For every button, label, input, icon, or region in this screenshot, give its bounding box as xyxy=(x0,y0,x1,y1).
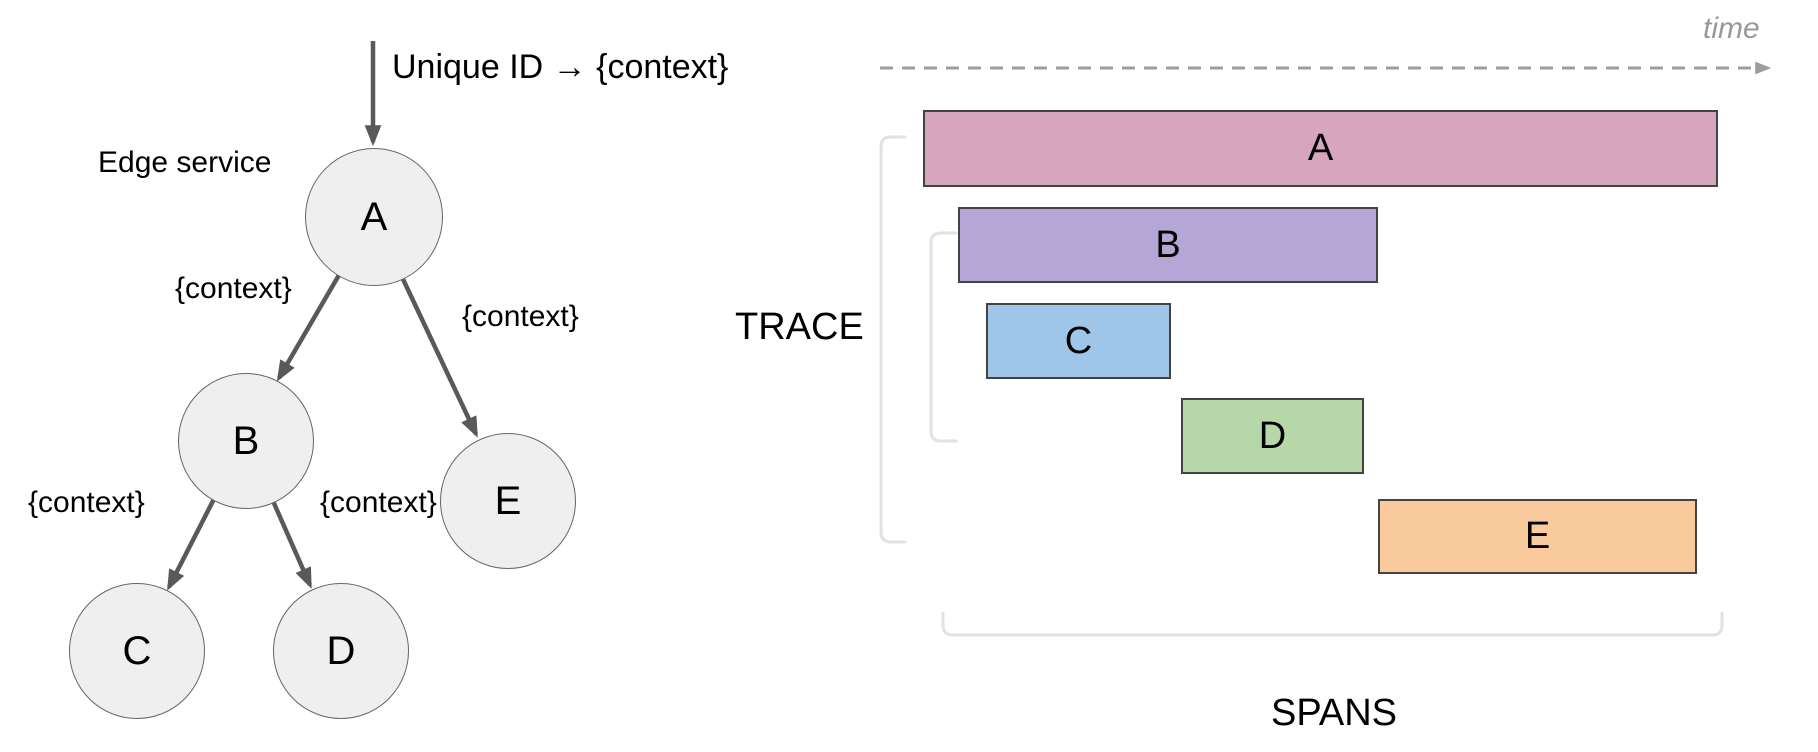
node-a-label: A xyxy=(360,194,388,239)
span-bar-d: D xyxy=(1181,398,1364,474)
node-a: A xyxy=(305,148,443,286)
context-label-a-b: {context} xyxy=(175,272,292,305)
node-b: B xyxy=(178,373,314,509)
trace-label: TRACE xyxy=(735,306,864,348)
span-bar-c: C xyxy=(986,303,1171,379)
spans-label: SPANS xyxy=(1271,692,1398,734)
trace-bracket xyxy=(879,135,907,544)
context-label-a-e: {context} xyxy=(462,300,579,333)
context-label-b-d: {context} xyxy=(320,486,437,519)
span-bar-a: A xyxy=(923,110,1718,187)
span-b-label: B xyxy=(1155,223,1181,266)
subtrace-bracket xyxy=(929,231,958,443)
node-d-label: D xyxy=(326,628,356,673)
spans-bracket xyxy=(941,611,1724,637)
node-e-label: E xyxy=(494,478,522,523)
span-bar-e: E xyxy=(1378,499,1697,574)
node-d: D xyxy=(273,583,409,719)
ingress-annotation: Unique ID → {context} xyxy=(392,48,729,86)
span-a-label: A xyxy=(1307,127,1334,169)
context-label-b-c: {context} xyxy=(28,486,145,519)
span-bar-b: B xyxy=(958,207,1378,283)
span-c-label: C xyxy=(1064,319,1093,362)
node-c: C xyxy=(69,583,205,719)
node-b-label: B xyxy=(232,418,260,463)
time-axis-label: time xyxy=(1703,12,1760,45)
node-e: E xyxy=(440,433,576,569)
node-c-label: C xyxy=(122,628,152,673)
edge-b-d xyxy=(270,500,313,589)
edge-b-c xyxy=(166,497,217,591)
span-d-label: D xyxy=(1258,414,1287,457)
edge-a-b xyxy=(276,273,341,382)
edge-a-e xyxy=(399,276,479,438)
edge-service-label: Edge service xyxy=(98,146,272,179)
span-e-label: E xyxy=(1524,515,1551,557)
